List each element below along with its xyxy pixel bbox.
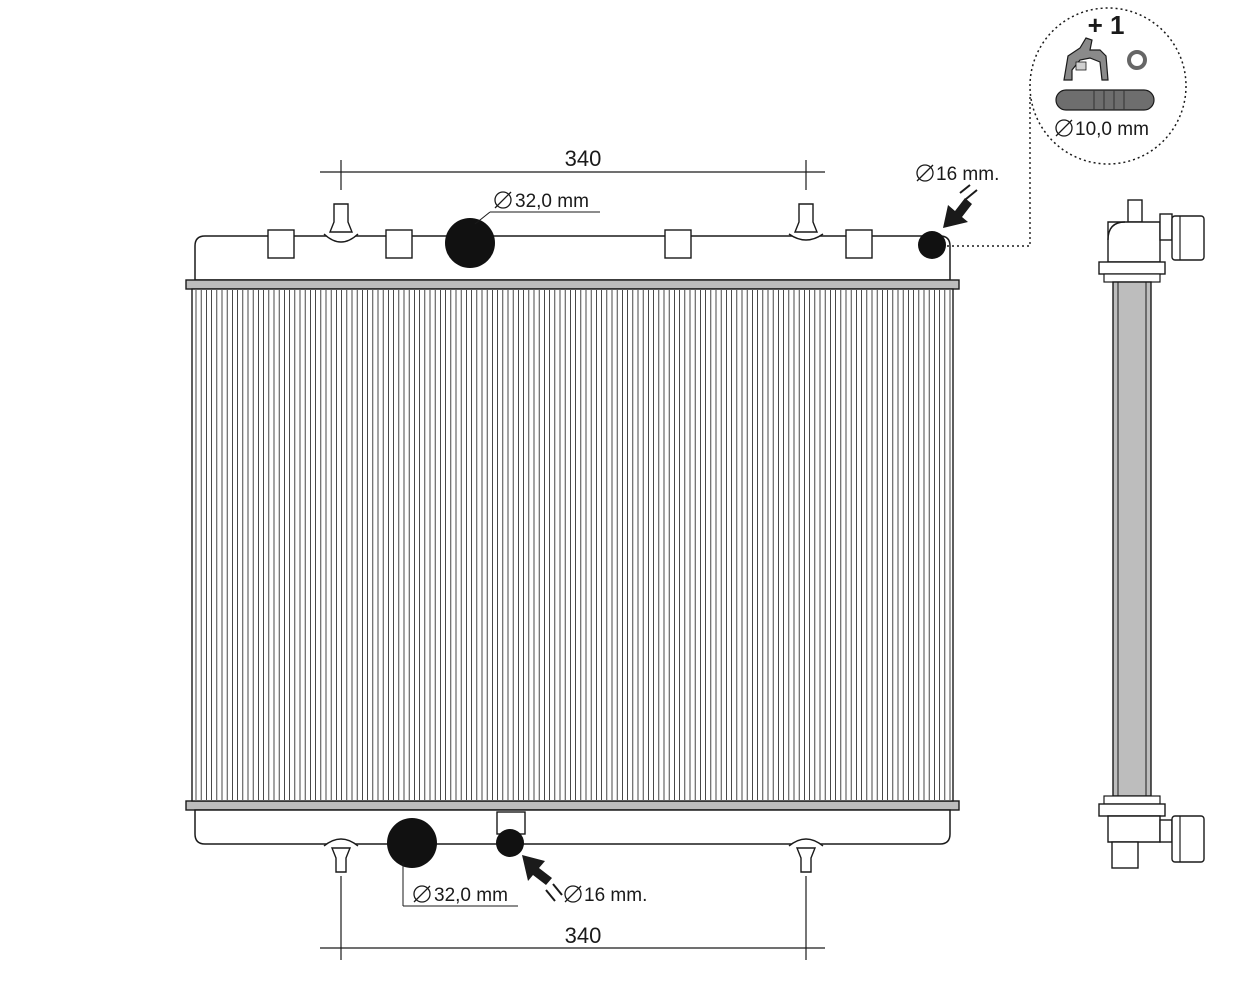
top-inlet-label: 32,0 mm xyxy=(474,191,600,225)
svg-text:32,0 mm: 32,0 mm xyxy=(434,885,508,906)
accessory-quantity: + 1 xyxy=(1088,10,1125,40)
o-ring-icon xyxy=(1127,50,1147,70)
bottom-dimension-label: 340 xyxy=(565,923,602,948)
bottom-mount-pin-right xyxy=(788,838,824,873)
arrow-icon xyxy=(522,855,563,902)
diameter-icon xyxy=(916,164,934,182)
svg-text:32,0 mm: 32,0 mm xyxy=(515,191,589,212)
bottom-outlet-port xyxy=(387,818,437,868)
hose-icon xyxy=(1055,89,1155,111)
top-small-port-label: 16 mm. xyxy=(916,164,999,228)
diameter-icon xyxy=(564,885,582,903)
clip-icon xyxy=(1063,37,1109,81)
radiator-core xyxy=(185,279,960,811)
top-dimension: 340 xyxy=(320,146,825,190)
diameter-icon xyxy=(494,191,512,209)
bottom-small-port xyxy=(496,829,524,857)
top-small-port xyxy=(918,231,946,259)
top-mount-pin-right xyxy=(788,203,824,241)
core-fins xyxy=(195,290,951,800)
accessory-hose-diameter: 10,0 mm xyxy=(1075,119,1149,140)
top-inlet-port xyxy=(445,218,495,268)
top-mount-pin-left xyxy=(323,203,359,243)
top-tank xyxy=(194,203,951,281)
svg-text:16 mm.: 16 mm. xyxy=(936,164,999,185)
diameter-icon xyxy=(1055,119,1073,137)
bottom-dimension: 340 xyxy=(320,876,825,960)
bottom-tank xyxy=(194,809,951,873)
diameter-icon xyxy=(413,885,431,903)
bottom-small-port-label: 16 mm. xyxy=(522,855,647,906)
accessory-callout: + 1 10,0 mm xyxy=(1029,7,1187,165)
bottom-outlet-label: 32,0 mm xyxy=(402,862,518,907)
top-dimension-label: 340 xyxy=(565,146,602,171)
svg-text:16 mm.: 16 mm. xyxy=(584,885,647,906)
arrow-icon xyxy=(943,184,978,228)
bottom-mount-pin-left xyxy=(323,838,359,873)
side-view xyxy=(1098,199,1205,869)
